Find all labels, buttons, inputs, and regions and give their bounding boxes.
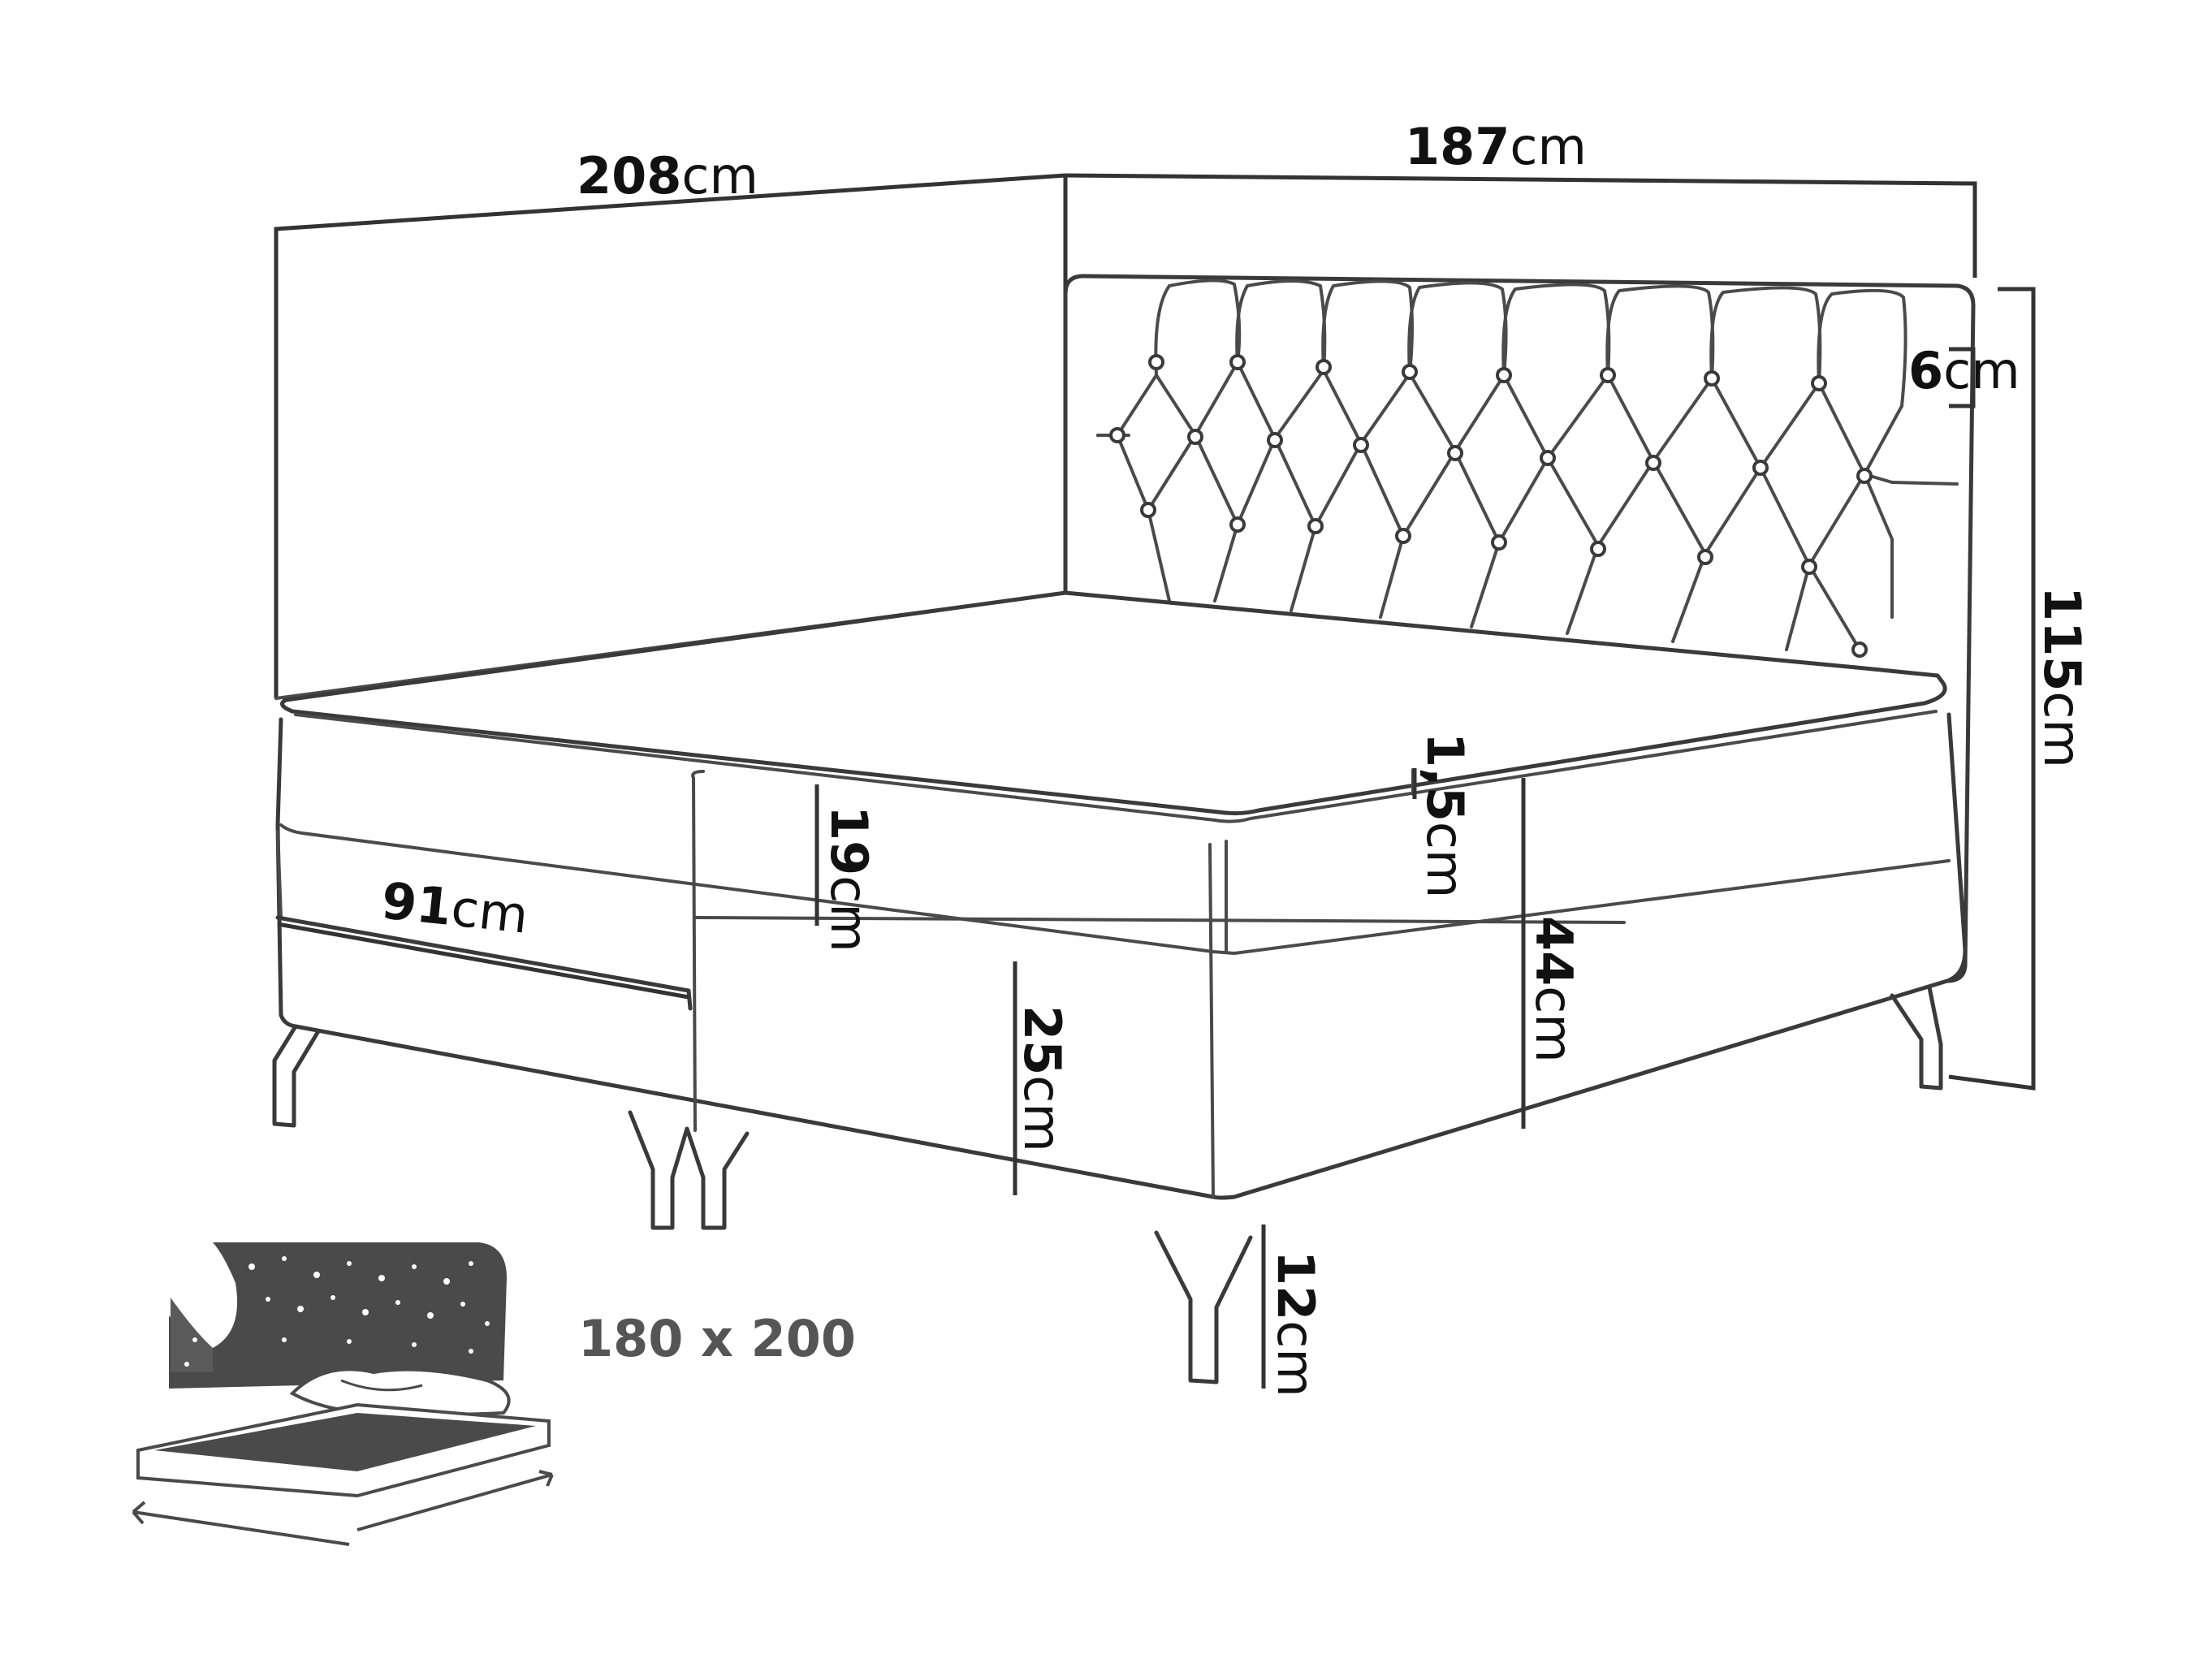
total-height-dimension: 115cm (1948, 287, 2092, 1091)
box-height-dimension: 25cm (1013, 961, 1072, 1195)
total-height-label: 115cm (2033, 586, 2092, 768)
sleeping-area-label: 180 x 200 (578, 1309, 856, 1368)
stars (184, 1256, 490, 1367)
mattress (280, 590, 1947, 823)
topper-height-label: 1,5cm (1415, 732, 1475, 898)
bed-height-label: 44cm (1524, 916, 1583, 1063)
headboard (1063, 274, 1976, 983)
width-dimension: 187cm (1063, 117, 1977, 593)
headboard-tufting (1096, 279, 1907, 651)
topper-height-dimension: 1,5cm (1412, 732, 1475, 898)
mattress-height-dimension: 19cm (814, 784, 879, 952)
bed-legs (272, 985, 1943, 1384)
tuft-buttons (1109, 354, 1873, 658)
bed-height-dimension: 44cm (1521, 778, 1583, 1129)
bed-with-stars-icon (132, 1242, 554, 1546)
width-label: 187cm (1405, 117, 1587, 176)
drawer-width-label: 91cm (378, 870, 530, 944)
leg-height-dimension: 12cm (1261, 1225, 1325, 1397)
length-dimension: 208cm (274, 146, 1066, 276)
leg-height-label: 12cm (1266, 1250, 1325, 1397)
headboard-thickness-dimension: 6cm (1908, 341, 2020, 408)
bed-base (275, 712, 1968, 1200)
drawer-width-dimension: 91cm (277, 870, 689, 1000)
length-label: 208cm (577, 146, 758, 205)
mattress-height-label: 19cm (819, 806, 879, 952)
box-height-label: 25cm (1013, 1005, 1072, 1152)
headboard-thickness-label: 6cm (1908, 341, 2020, 400)
